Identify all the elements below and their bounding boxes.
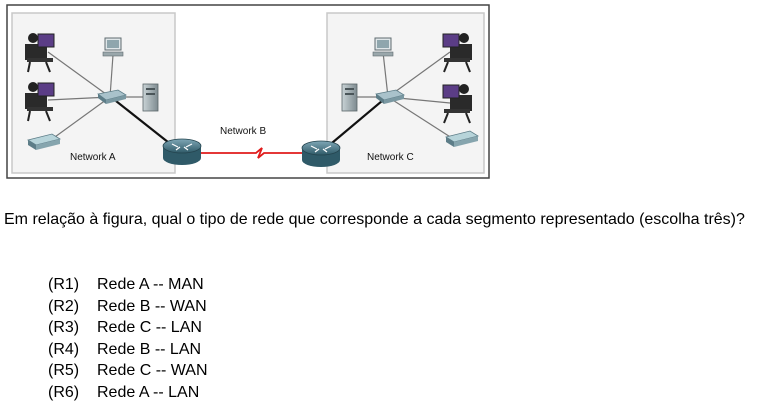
network-c-label: Network C <box>367 152 414 163</box>
router-icon <box>301 140 341 167</box>
option-code: (R5) <box>48 362 80 379</box>
pc-icon <box>372 37 394 57</box>
option-code: (R1) <box>48 276 80 293</box>
server-icon <box>341 83 358 112</box>
switch-icon <box>97 89 128 104</box>
option-text: Rede C -- LAN <box>97 319 202 336</box>
question-text: Em relação à figura, qual o tipo de rede… <box>4 211 745 228</box>
server-icon <box>142 83 159 112</box>
answer-option[interactable]: (R2) Rede B -- WAN <box>48 296 208 318</box>
option-code: (R4) <box>48 340 80 358</box>
option-code: (R3) <box>48 319 80 336</box>
router-icon <box>162 138 202 165</box>
printer-icon <box>444 130 480 147</box>
pc-icon <box>102 37 124 57</box>
network-a-label: Network A <box>70 152 116 163</box>
option-text: Rede C -- WAN <box>97 362 208 379</box>
workstation-icon <box>442 84 472 124</box>
network-a-links <box>47 51 150 143</box>
printer-icon <box>26 133 62 150</box>
option-text: Rede B -- LAN <box>97 340 202 358</box>
answer-option[interactable]: (R6) Rede A -- LAN <box>48 382 208 404</box>
workstation-icon <box>25 33 55 73</box>
workstation-icon <box>25 82 55 122</box>
wan-link-icon <box>200 147 302 159</box>
answer-option[interactable]: (R4) Rede B -- LAN <box>48 339 208 361</box>
option-text: Rede A -- LAN <box>97 383 200 401</box>
answer-options-list: (R1) Rede A -- MAN (R2) Rede B -- WAN (R3)… <box>48 274 208 403</box>
option-code: (R6) <box>48 383 80 401</box>
switch-icon <box>375 89 406 104</box>
answer-option[interactable]: (R5) Rede C -- WAN <box>48 360 208 382</box>
option-code: (R2) <box>48 297 80 315</box>
network-b-label: Network B <box>220 126 266 137</box>
option-text: Rede B -- WAN <box>97 297 207 315</box>
option-text: Rede A -- MAN <box>97 276 204 293</box>
network-diagram: Network A Network B Network C <box>6 4 490 179</box>
answer-option[interactable]: (R3) Rede C -- LAN <box>48 317 208 339</box>
workstation-icon <box>442 33 472 73</box>
answer-option[interactable]: (R1) Rede A -- MAN <box>48 274 208 296</box>
